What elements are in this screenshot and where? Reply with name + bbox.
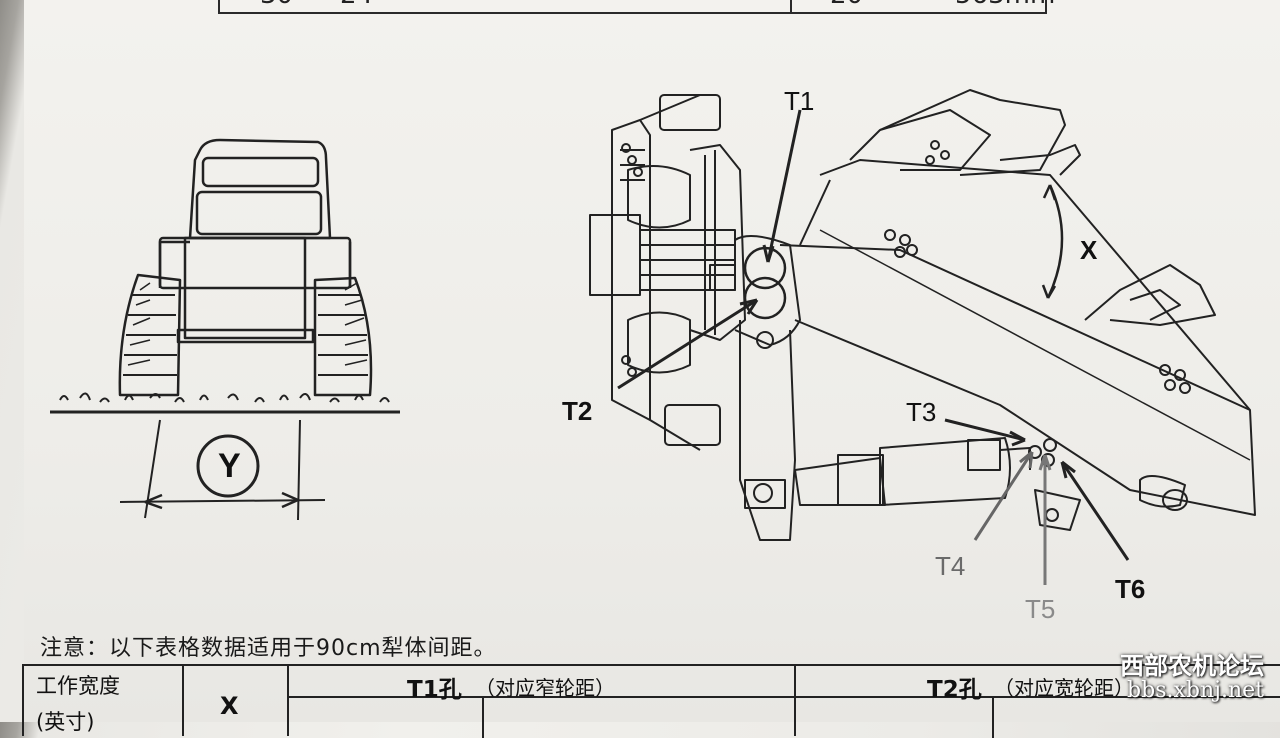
header-working-width: 工作宽度 xyxy=(36,674,120,698)
label-t4: T4 xyxy=(935,551,966,581)
top-cell-5: 563mm xyxy=(955,0,1055,10)
note-text: 注意：以下表格数据适用于90cm犁体间距。 xyxy=(40,636,497,661)
label-t2: T2 xyxy=(562,396,593,426)
label-t3: T3 xyxy=(906,397,937,427)
label-t1: T1 xyxy=(784,86,815,116)
technical-drawings xyxy=(50,89,1256,585)
tractor-rear-view xyxy=(50,138,400,521)
document-sheet xyxy=(24,0,1280,722)
data-table: 工作宽度 (英寸) X T1孔 （对应窄轮距） T2孔 （对应宽轮距） xyxy=(22,664,1280,738)
watermark-url: bbs.xbnj.net xyxy=(1127,678,1264,703)
top-cell-4: - xyxy=(910,0,919,10)
top-cell-3: 20 xyxy=(830,0,863,10)
header-t2-sub: （对应宽轮距） xyxy=(994,676,1134,700)
label-y: Y xyxy=(218,447,241,485)
leader-arrows xyxy=(617,109,1130,585)
header-working-width-unit: (英寸) xyxy=(36,710,95,734)
header-t1: T1孔 xyxy=(407,677,462,703)
header-t2: T2孔 xyxy=(927,677,982,703)
plough-side-view xyxy=(589,89,1256,541)
label-t5: T5 xyxy=(1025,594,1056,624)
top-cell-2: 24° xyxy=(340,0,386,10)
label-t6: T6 xyxy=(1115,574,1146,604)
top-table-fragment: 30 24° 20 - 563mm xyxy=(218,0,1055,14)
label-x: X xyxy=(1080,235,1098,265)
watermark-title: 西部农机论坛 xyxy=(1120,651,1264,680)
top-cell-1: 30 xyxy=(260,0,293,10)
header-t1-sub: （对应窄轮距） xyxy=(475,676,615,700)
top-table-divider xyxy=(790,0,792,12)
header-x: X xyxy=(220,692,239,720)
